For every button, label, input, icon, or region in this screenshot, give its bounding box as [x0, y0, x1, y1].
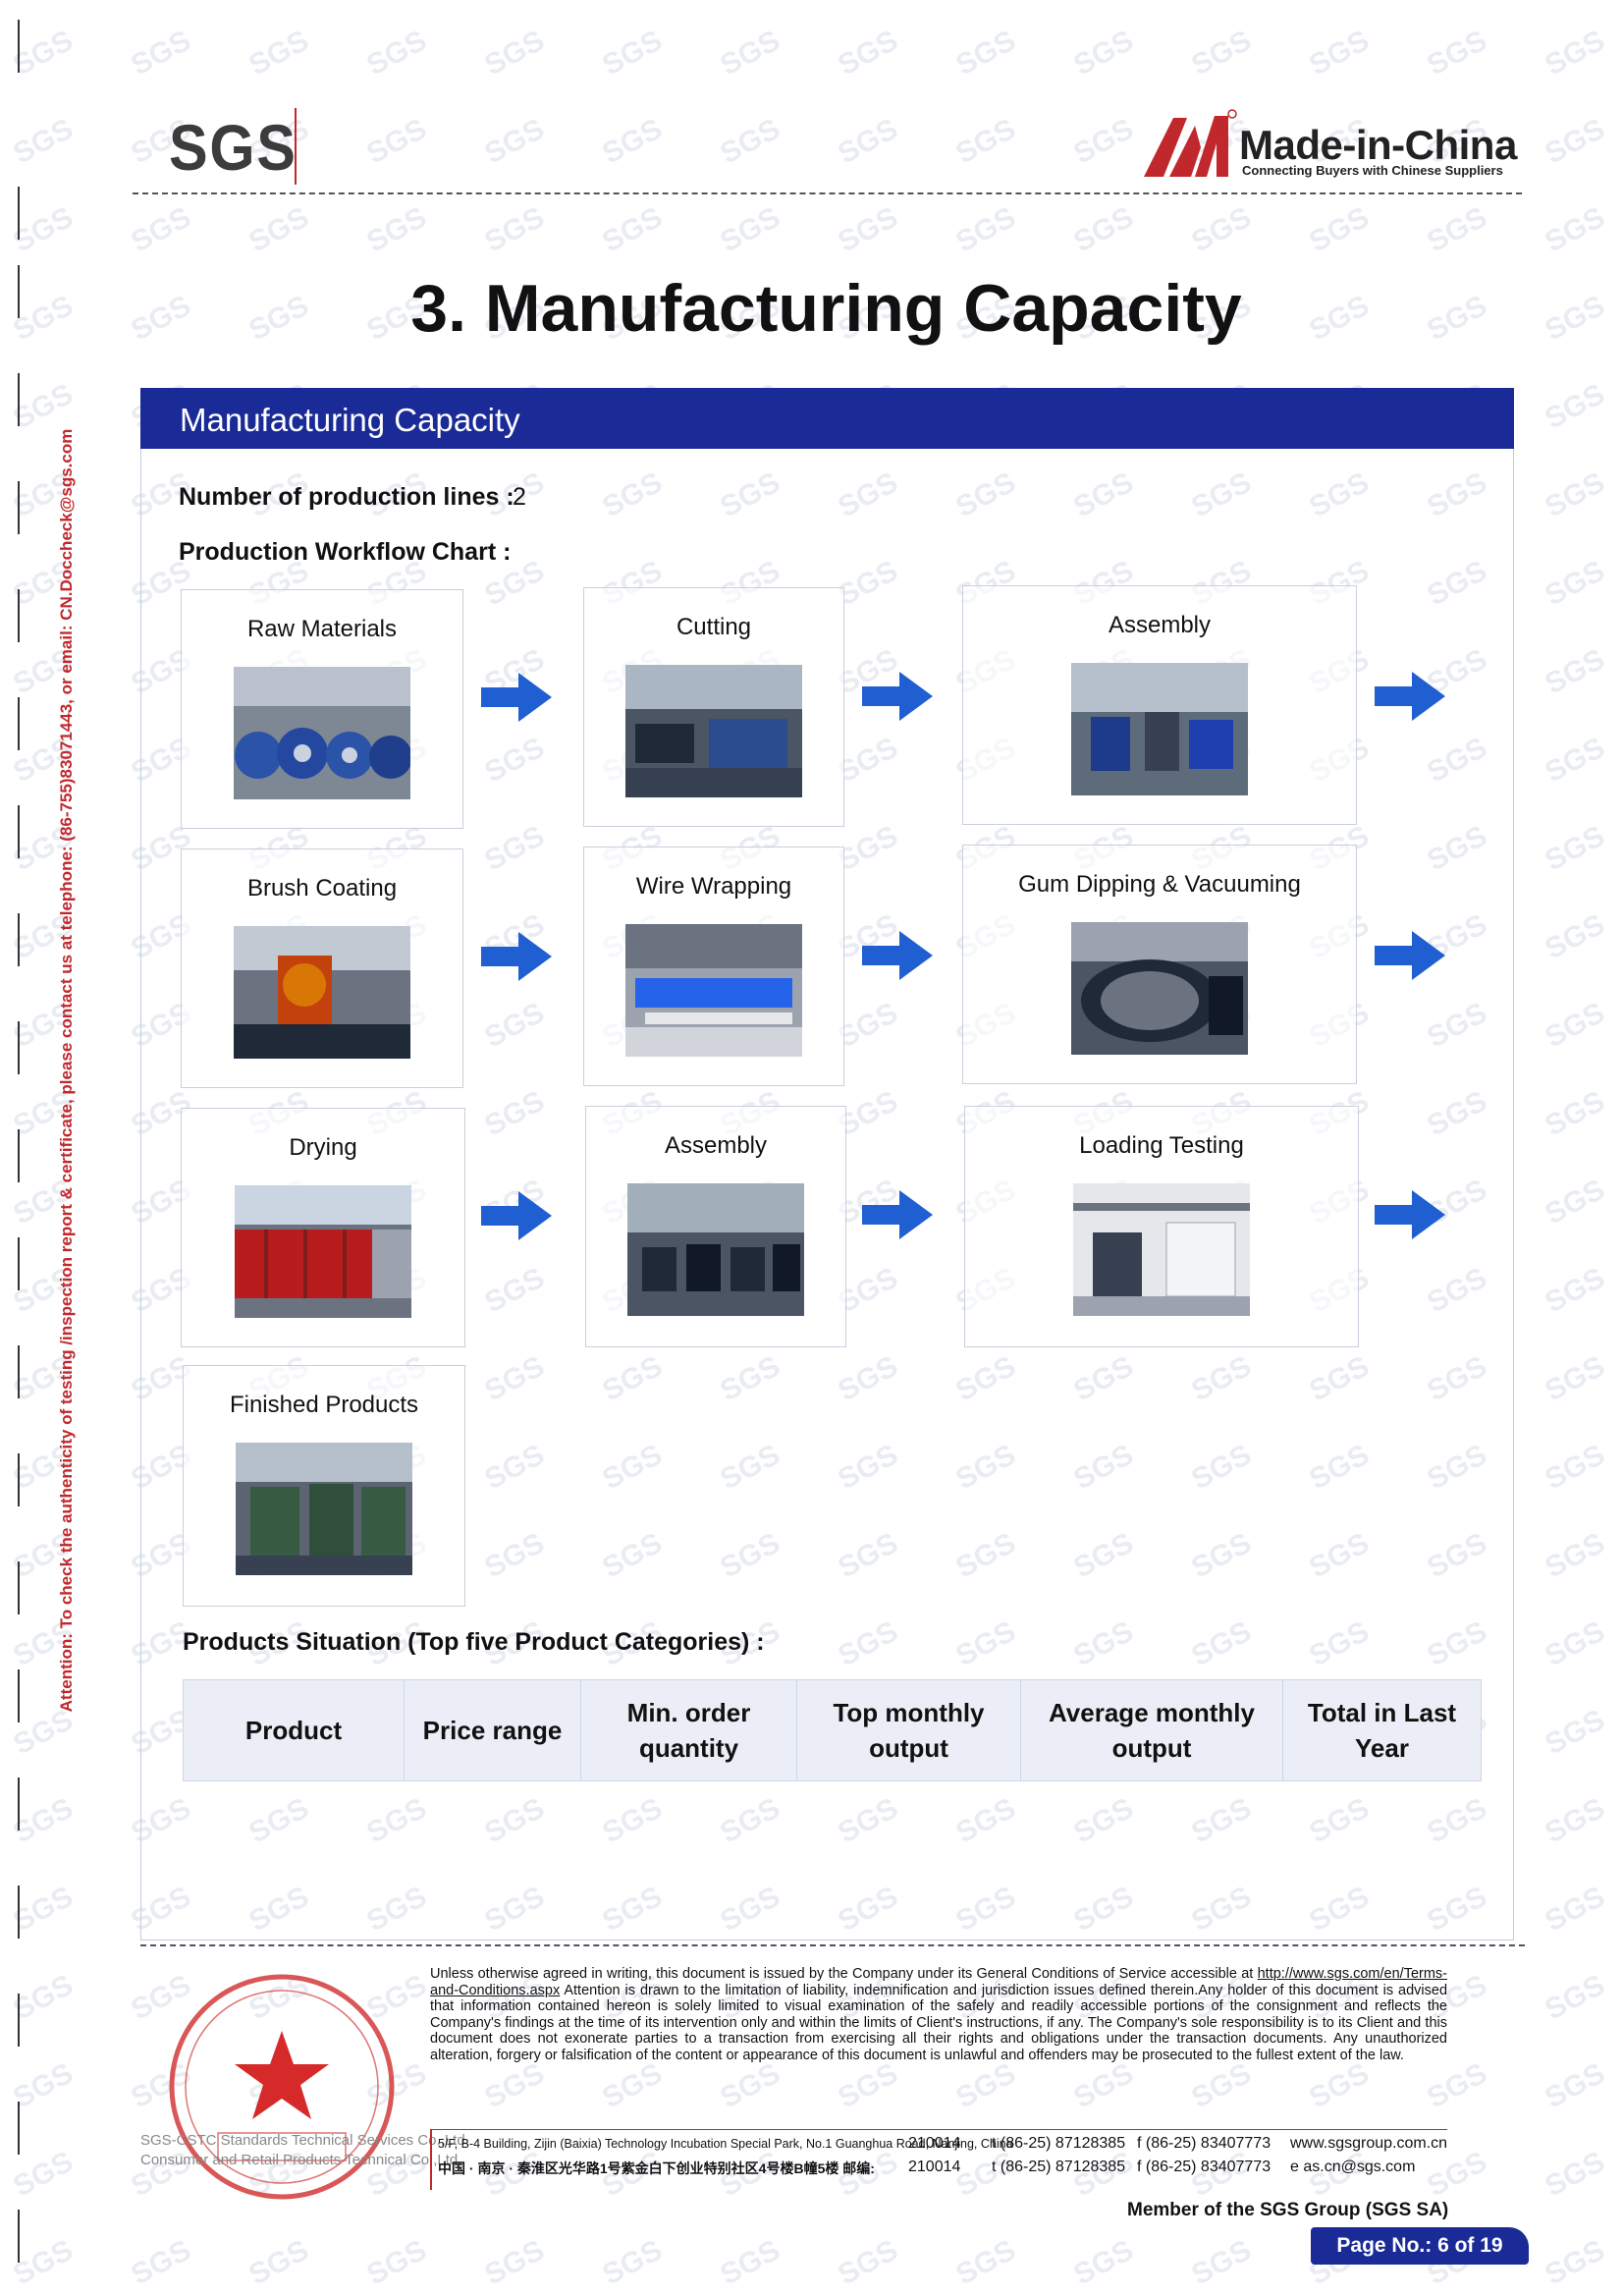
- authenticity-note: Attention: To check the authenticity of …: [57, 428, 76, 1713]
- products-table-header-row: Product Price range Min. order quantity …: [183, 1679, 1482, 1781]
- loading-testing-photo: [1073, 1183, 1250, 1316]
- section-header: Manufacturing Capacity: [140, 388, 1514, 449]
- cutting-photo: [625, 665, 802, 797]
- fax-chinese: f (86-25) 83407773: [1137, 2159, 1271, 2175]
- table-header-total-last-year: Total in Last Year: [1282, 1679, 1482, 1781]
- page-number-badge: Page No.: 6 of 19: [1311, 2227, 1529, 2265]
- postcode-english: 210014: [908, 2135, 961, 2152]
- page-title: 3. Manufacturing Capacity: [410, 271, 1242, 346]
- production-lines-label: Number of production lines :: [179, 483, 514, 511]
- section-header-title: Manufacturing Capacity: [180, 402, 520, 438]
- workflow-arrow-icon: [1375, 672, 1445, 721]
- workflow-step-label: Cutting: [676, 614, 752, 640]
- website-link[interactable]: www.sgsgroup.com.cn: [1290, 2135, 1448, 2152]
- workflow-arrow-icon: [481, 932, 552, 981]
- assembly-photo: [1071, 663, 1248, 795]
- workflow-step-drying: Drying: [181, 1108, 465, 1347]
- workflow-step-label: Drying: [289, 1134, 357, 1161]
- company-names: SGS-CSTC Standards Technical Services Co…: [140, 2131, 469, 2170]
- workflow-step-label: Assembly: [1108, 612, 1212, 638]
- workflow-step-label: Finished Products: [229, 1392, 419, 1418]
- made-in-china-tagline: Connecting Buyers with Chinese Suppliers: [1242, 163, 1503, 178]
- assembly-2-photo: [627, 1183, 804, 1316]
- gum-dipping-vacuuming-photo: [1071, 922, 1248, 1055]
- email-link[interactable]: e as.cn@sgs.com: [1290, 2159, 1416, 2175]
- company-seal-stamp: [169, 1974, 395, 2200]
- workflow-arrow-icon: [1375, 931, 1445, 980]
- workflow-step-loading-testing: Loading Testing: [964, 1106, 1359, 1347]
- workflow-step-label: Raw Materials: [246, 616, 398, 642]
- workflow-step-label: Brush Coating: [246, 875, 398, 902]
- company-line-2: Consumer and Retail Products Technical C…: [140, 2152, 462, 2168]
- sgs-group-member: Member of the SGS Group (SGS SA): [1127, 2200, 1449, 2220]
- table-header-average-monthly: Average monthly output: [1020, 1679, 1283, 1781]
- postcode-chinese: 210014: [908, 2159, 961, 2175]
- header-divider: [133, 192, 1522, 194]
- workflow-step-wire-wrapping: Wire Wrapping: [583, 847, 844, 1086]
- workflow-step-label: Loading Testing: [1079, 1132, 1244, 1159]
- address-accent-bar: [430, 2129, 432, 2190]
- telephone-english: t (86-25) 87128385: [992, 2135, 1126, 2152]
- workflow-step-gum-dipping-vacuuming: Gum Dipping & Vacuuming: [962, 845, 1357, 1084]
- workflow-arrow-icon: [862, 1190, 933, 1239]
- workflow-step-brush-coating: Brush Coating: [181, 848, 463, 1088]
- products-table: Product Price range Min. order quantity …: [183, 1679, 1482, 1781]
- finished-products-photo: [236, 1443, 412, 1575]
- table-header-price-range: Price range: [404, 1679, 581, 1781]
- sgs-logo: SGS: [169, 111, 298, 184]
- workflow-step-label: Gum Dipping & Vacuuming: [1018, 871, 1301, 898]
- address-chinese: 中国 · 南京 · 秦淮区光华路1号紫金白下创业特别社区4号楼B幢5楼 邮编:: [438, 2160, 875, 2176]
- legal-text-pre: Unless otherwise agreed in writing, this…: [430, 1966, 1254, 1982]
- drying-photo: [235, 1185, 411, 1318]
- workflow-step-label: Wire Wrapping: [635, 873, 792, 900]
- workflow-arrow-icon: [1375, 1190, 1445, 1239]
- table-header-min-order: Min. order quantity: [580, 1679, 797, 1781]
- workflow-step-finished-products: Finished Products: [183, 1365, 465, 1607]
- brush-coating-photo: [234, 926, 410, 1059]
- workflow-step-assembly: Assembly: [962, 585, 1357, 825]
- legal-disclaimer: Unless otherwise agreed in writing, this…: [430, 1966, 1447, 2063]
- production-lines-value: 2: [513, 483, 526, 511]
- made-in-china-mark-icon: [1144, 109, 1237, 177]
- workflow-step-raw-materials: Raw Materials: [181, 589, 463, 829]
- telephone-chinese: t (86-25) 87128385: [992, 2159, 1126, 2175]
- workflow-chart-label: Production Workflow Chart :: [179, 538, 512, 566]
- made-in-china-name: Made-in-China: [1239, 122, 1517, 168]
- address-divider: [430, 2129, 1447, 2130]
- binding-marks: [18, 20, 24, 2278]
- table-header-product: Product: [183, 1679, 405, 1781]
- table-header-top-monthly: Top monthly output: [796, 1679, 1021, 1781]
- footer-divider: [140, 1944, 1525, 1946]
- company-line-1: SGS-CSTC Standards Technical Services Co…: [140, 2132, 469, 2149]
- raw-materials-photo: [234, 667, 410, 799]
- legal-text-post: Attention is drawn to the limitation of …: [430, 1982, 1448, 2063]
- workflow-arrow-icon: [481, 673, 552, 722]
- workflow-step-label: Assembly: [664, 1132, 768, 1159]
- workflow-step-cutting: Cutting: [583, 587, 844, 827]
- sgs-logo-accent: [295, 108, 297, 185]
- workflow-arrow-icon: [481, 1191, 552, 1240]
- workflow-arrow-icon: [862, 931, 933, 980]
- workflow-arrow-icon: [862, 672, 933, 721]
- products-situation-label: Products Situation (Top five Product Cat…: [183, 1628, 765, 1656]
- workflow-step-assembly-2: Assembly: [585, 1106, 846, 1347]
- wire-wrapping-photo: [625, 924, 802, 1057]
- fax-english: f (86-25) 83407773: [1137, 2135, 1271, 2152]
